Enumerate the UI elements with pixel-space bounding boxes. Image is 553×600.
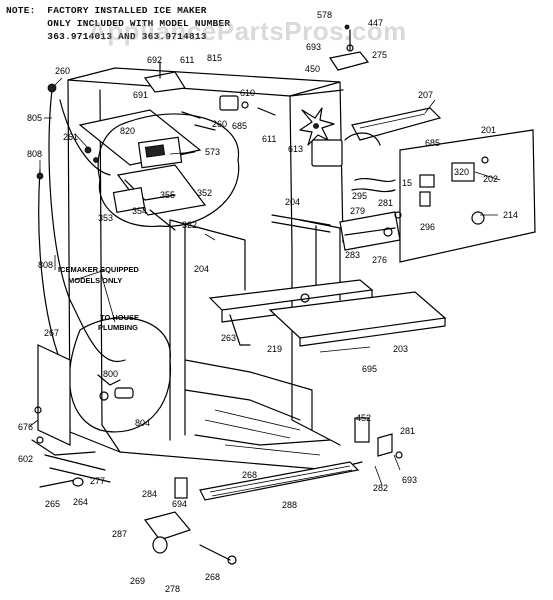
to-house-label: TO HOUSE — [100, 313, 139, 322]
part-label-611: 611 — [180, 55, 194, 65]
part-label-611-lower: 611 — [262, 134, 276, 144]
part-label-692: 692 — [147, 55, 162, 65]
part-label-268: 268 — [242, 470, 257, 480]
part-label-676: 676 — [18, 422, 33, 432]
part-label-815: 815 — [207, 53, 222, 63]
plumbing-label: PLUMBING — [98, 323, 138, 332]
part-label-578: 578 — [317, 10, 332, 20]
part-label-685-left: 685 — [232, 121, 247, 131]
bracket-assembly — [271, 211, 402, 251]
part-label-201: 201 — [481, 125, 496, 135]
part-label-613: 613 — [288, 144, 303, 154]
part-label-268-lower: 268 — [205, 572, 220, 582]
part-label-295: 295 — [352, 191, 367, 201]
part-label-202: 202 — [483, 174, 498, 184]
part-label-278: 278 — [165, 584, 180, 594]
part-label-261: 261 — [63, 132, 78, 142]
leader-lines — [29, 77, 501, 486]
part-label-263: 263 — [221, 333, 236, 343]
part-label-267: 267 — [44, 328, 59, 338]
part-label-322: 322 — [182, 220, 197, 230]
note-line-3: 363.9714013 AND 363.9714813 — [6, 31, 207, 42]
toe-grille-288 — [199, 461, 360, 501]
part-label-275: 275 — [372, 50, 387, 60]
models-only-label: MODELS ONLY — [68, 276, 122, 285]
part-label-693: 693 — [306, 42, 321, 52]
part-label-691: 691 — [133, 90, 148, 100]
part-label-694: 694 — [172, 499, 187, 509]
control-housing — [311, 107, 536, 263]
part-label-276: 276 — [372, 255, 387, 265]
part-label-808: 808 — [27, 149, 42, 159]
part-label-320: 320 — [454, 167, 469, 177]
part-label-296: 296 — [420, 222, 435, 232]
part-label-282: 282 — [373, 483, 388, 493]
part-label-214: 214 — [503, 210, 518, 220]
part-label-685-right: 685 — [425, 138, 440, 148]
plumbing-callout — [69, 317, 172, 433]
part-label-204-lower: 204 — [194, 264, 209, 274]
part-label-804: 804 — [135, 418, 150, 428]
part-label-269: 269 — [130, 576, 145, 586]
part-label-203: 203 — [393, 344, 408, 354]
note-line-2: ONLY INCLUDED WITH MODEL NUMBER — [6, 18, 231, 29]
part-label-277: 277 — [90, 476, 105, 486]
part-label-602: 602 — [18, 454, 33, 464]
part-label-281: 281 — [378, 198, 393, 208]
part-label-808-lower: 808 — [38, 260, 53, 270]
top-hinge-parts — [143, 24, 370, 131]
part-label-693-lower: 693 — [402, 475, 417, 485]
part-label-820: 820 — [120, 126, 135, 136]
part-label-288: 288 — [282, 500, 297, 510]
watermark-logo: AppliancePartsPros.com — [88, 16, 407, 46]
part-label-353: 353 — [98, 213, 113, 223]
part-label-610: 610 — [240, 88, 255, 98]
icemaker-assembly — [78, 109, 240, 231]
roller-and-leveler-parts — [34, 406, 403, 565]
part-label-452: 452 — [356, 413, 371, 423]
part-label-450: 450 — [305, 64, 320, 74]
part-label-805: 805 — [27, 113, 42, 123]
part-label-204: 204 — [285, 197, 300, 207]
callout-text: ICEMAKER EQUIPPED MODELS ONLY TO HOUSE P… — [58, 265, 139, 332]
icemaker-equipped-label: ICEMAKER EQUIPPED — [58, 265, 139, 274]
part-label-355: 355 — [160, 190, 175, 200]
diagram-note: NOTE: FACTORY INSTALLED ICE MAKER ONLY I… — [6, 4, 306, 43]
part-label-265: 265 — [45, 499, 60, 509]
part-label-284: 284 — [142, 489, 157, 499]
part-label-695: 695 — [362, 364, 377, 374]
part-number-labels: 260 805 261 820 808 573 355 352 353 354 … — [18, 10, 518, 594]
part-label-447: 447 — [368, 18, 383, 28]
part-label-281-lower: 281 — [400, 426, 415, 436]
part-label-207: 207 — [418, 90, 433, 100]
part-label-800: 800 — [103, 369, 118, 379]
part-label-287: 287 — [112, 529, 127, 539]
left-panel-267 — [31, 344, 111, 483]
part-label-219: 219 — [267, 344, 282, 354]
part-label-15: 15 — [402, 178, 412, 188]
part-label-283: 283 — [345, 250, 360, 260]
note-line-1: NOTE: FACTORY INSTALLED ICE MAKER — [6, 5, 207, 16]
part-label-352: 352 — [197, 188, 212, 198]
part-label-354: 354 — [132, 206, 147, 216]
part-label-260-top: 260 — [212, 119, 227, 129]
part-label-264: 264 — [73, 497, 88, 507]
part-label-260: 260 — [55, 66, 70, 76]
part-label-573: 573 — [205, 147, 220, 157]
water-line — [36, 83, 126, 363]
shelf-assembly — [208, 279, 447, 347]
part-label-279: 279 — [350, 206, 365, 216]
